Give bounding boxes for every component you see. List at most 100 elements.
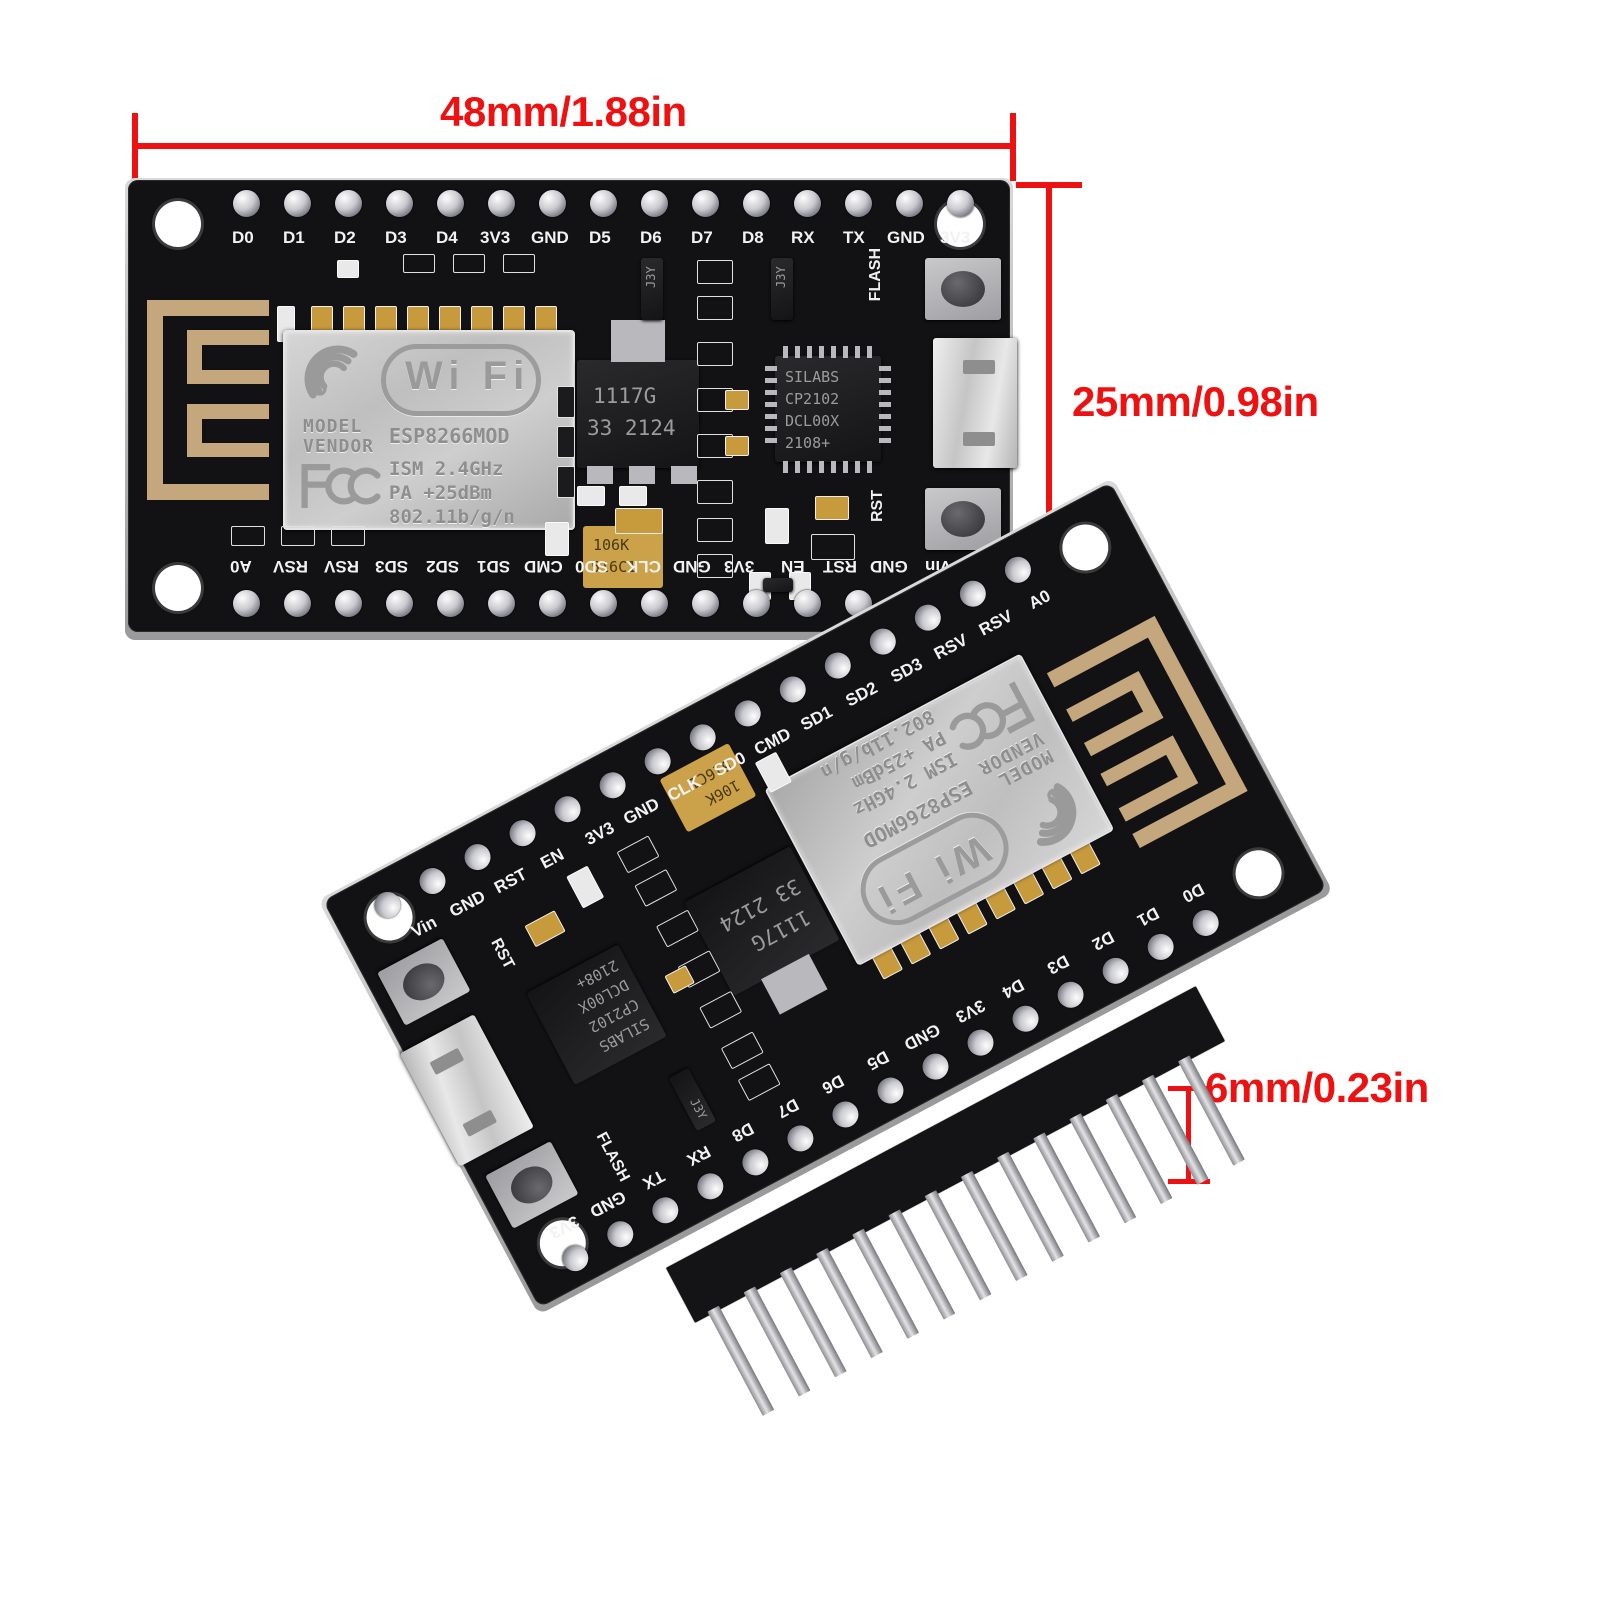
wifi-logo-text: Wi Fi: [405, 354, 531, 398]
angled-pin-label-top-7: D5: [863, 1046, 893, 1074]
rst-button[interactable]: [925, 488, 1001, 550]
angled-pin-label-top-12: TX: [639, 1166, 668, 1194]
angled-pin-label-top-2: D2: [1089, 927, 1118, 955]
pin-label-bottom-2: RSV: [324, 557, 359, 576]
angled-rst-button-label: RST: [487, 935, 518, 972]
bridge-line-2: DCL00X: [785, 412, 840, 430]
pin-label-top-9: D7: [691, 228, 713, 247]
angled-rst-plunger: [396, 956, 451, 1008]
wifi-logo-icon: [381, 344, 541, 416]
angled-esp8266-module-shield: Wi Fi MODEL VENDOR ESP8266MOD ISM 2.4GHz…: [764, 653, 1115, 967]
angled-micro-usb-connector[interactable]: [399, 1014, 534, 1167]
bridge-line-1: CP2102: [785, 390, 840, 408]
angled-pin-label-top-9: D7: [773, 1094, 802, 1122]
dimension-line-pin-length: [1186, 1086, 1191, 1184]
regulator-tab: [611, 320, 665, 362]
pin-label-top-1: D1: [283, 228, 305, 247]
angled-pin-label-bottom-10: 3V3: [581, 818, 618, 849]
dimension-line-width: [132, 143, 1016, 149]
pin-label-top-12: TX: [843, 228, 865, 247]
pin-label-top-3: D3: [385, 228, 407, 247]
pin-label-bottom-7: SD0: [575, 557, 609, 576]
rst-button-label: RST: [869, 490, 886, 522]
angled-pin-label-bottom-12: RST: [491, 864, 531, 898]
angled-pin-label-top-5: 3V3: [952, 995, 989, 1027]
pin-label-bottom-1: RSV: [273, 557, 308, 576]
usb-slot-upper: [963, 360, 995, 374]
module-brand-line-2: VENDOR: [303, 436, 375, 457]
silk-box-f: [331, 526, 365, 546]
angled-pin-label-bottom-3: SD3: [887, 654, 926, 687]
angled-pin-label-top-11: RX: [683, 1141, 714, 1170]
pin-label-top-6: GND: [531, 228, 569, 247]
angled-pin-label-top-3: D3: [1044, 951, 1073, 979]
angled-transistor-marking: J3Y: [687, 1095, 710, 1122]
module-part-number: ESP8266MOD: [389, 424, 510, 448]
dimension-tick-width-right: [1010, 113, 1016, 181]
flash-button-plunger: [940, 271, 986, 307]
angled-pin-label-bottom-0: A0: [1025, 586, 1054, 614]
esp8266-module-shield: Wi Fi MODEL VENDOR ESP8266MOD ISM 2.4GHz…: [283, 330, 575, 530]
angled-pin-label-bottom-11: EN: [537, 844, 568, 873]
angled-pin-label-top-1: D1: [1134, 903, 1163, 931]
cap-line-0: 106K: [593, 536, 630, 554]
board-top-view: D0 D1 D2 D3 D4 3V3 GND D5 D6 D7 D8 RX TX…: [125, 178, 1017, 640]
pin-label-top-14: 3V3: [940, 228, 971, 247]
dimension-tick-height-top: [1016, 182, 1082, 188]
angled-mounting-hole-tl: [1227, 842, 1290, 905]
flash-button-label: FLASH: [867, 248, 884, 302]
bridge-line-3: 2108+: [785, 434, 831, 452]
pin-label-bottom-8: CLK: [626, 557, 661, 576]
dimension-tick-pin-top: [1168, 1086, 1210, 1091]
angled-pin-label-bottom-9: GND: [620, 794, 663, 829]
mounting-hole-bottom-left: [155, 565, 201, 611]
pin-label-top-13: GND: [887, 228, 925, 247]
pin-label-top-4: D4: [436, 228, 458, 247]
pin-label-top-10: D8: [742, 228, 764, 247]
angled-pin-label-bottom-5: SD1: [797, 702, 836, 735]
angled-pin-label-top-13: GND: [586, 1186, 629, 1222]
dimension-line-height: [1046, 182, 1052, 638]
pin-label-bottom-0: A0: [230, 557, 252, 576]
silk-box-c: [503, 254, 535, 273]
angled-espressif-logo-icon: [1036, 783, 1077, 846]
angled-pin-label-top-4: D4: [999, 975, 1028, 1003]
micro-usb-connector[interactable]: [933, 338, 1017, 468]
voltage-regulator-ic: 1117G 33 2124: [577, 360, 699, 468]
usb-uart-bridge-ic: SILABS CP2102 DCL00X 2108+: [775, 356, 881, 462]
angled-pin-label-bottom-1: RSV: [975, 606, 1016, 640]
flash-button[interactable]: [925, 258, 1001, 320]
pin-label-top-8: D6: [640, 228, 662, 247]
angled-rst-button[interactable]: [377, 938, 471, 1026]
espressif-logo-icon: [304, 345, 358, 399]
pin-label-top-0: D0: [232, 228, 254, 247]
dimension-label-height: 25mm/0.98in: [1072, 378, 1319, 425]
board-angled-view: D0 D1 D2 D3 D4 3V3 GND D5 D6 D7 D8 RX TX…: [318, 477, 1334, 1315]
dimension-label-pin-length: 6mm/0.23in: [1205, 1064, 1429, 1111]
transistor-j3y-1: J3Y: [641, 258, 663, 320]
angled-fcc-logo-icon: [949, 681, 1036, 750]
angled-usb-slot-upper: [462, 1109, 498, 1137]
angled-usb-slot-lower: [429, 1047, 465, 1076]
module-brand-line-1: MODEL: [303, 416, 363, 437]
transistor-marking-2: J3Y: [774, 266, 788, 288]
angled-transistor-j3y: J3Y: [668, 1067, 717, 1132]
mounting-hole-top-left: [155, 201, 201, 247]
regulator-leg-2: [629, 466, 655, 484]
angled-mounting-hole-bl: [1054, 516, 1117, 579]
angled-pin-label-top-8: D6: [818, 1070, 847, 1098]
cap-line-1: 516C1: [591, 558, 637, 576]
dimension-tick-pin-bottom: [1168, 1179, 1210, 1184]
module-spec-2: 802.11b/g/n: [389, 506, 515, 528]
bridge-line-0: SILABS: [785, 368, 840, 386]
silk-box-d: [231, 526, 265, 546]
pcb-antenna: [147, 300, 269, 500]
angled-pin-label-bottom-2: RSV: [930, 630, 971, 664]
board-angled-contents: D0 D1 D2 D3 D4 3V3 GND D5 D6 D7 D8 RX TX…: [323, 482, 1327, 1308]
dimension-tick-width-left: [132, 113, 138, 181]
transistor-marking-1: J3Y: [644, 266, 658, 288]
angled-pin-label-top-10: D8: [728, 1118, 757, 1146]
pin-label-bottom-4: SD2: [426, 557, 460, 576]
pin-label-bottom-6: CMD: [524, 557, 563, 576]
